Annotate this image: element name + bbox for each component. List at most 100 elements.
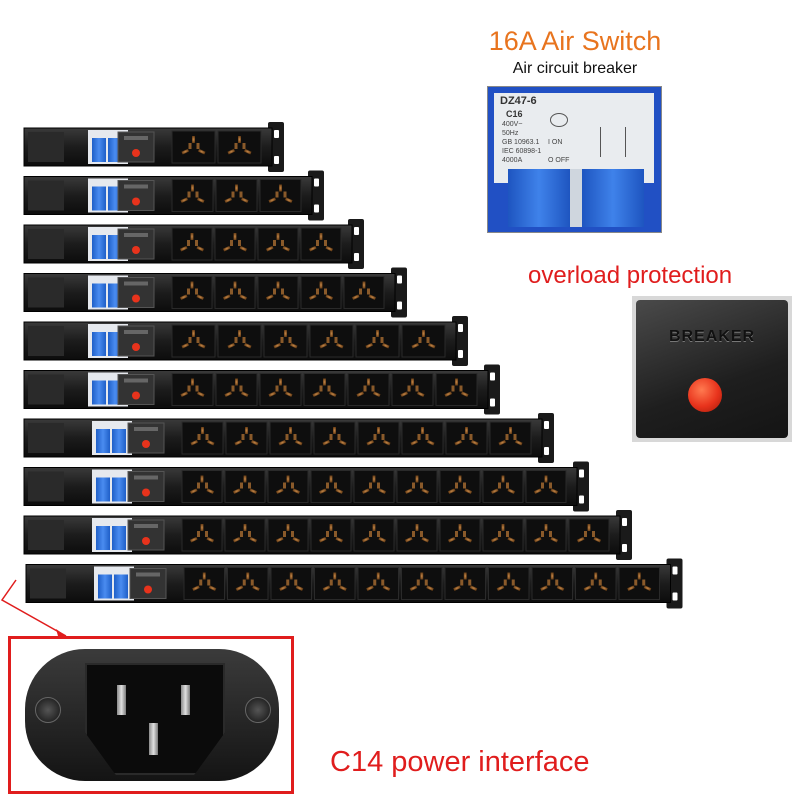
strip-outlet bbox=[439, 518, 481, 552]
outlet-pin-icon bbox=[455, 531, 458, 537]
strip-outlet bbox=[488, 567, 530, 600]
outlet-hole-right-icon bbox=[421, 536, 430, 543]
outlet-pin-icon bbox=[592, 531, 595, 537]
strip-outlet bbox=[353, 470, 395, 503]
outlet-pin-icon bbox=[241, 434, 245, 440]
strip-outlet bbox=[270, 567, 312, 600]
outlet-hole-right-icon bbox=[381, 342, 390, 349]
outlet-hole-right-icon bbox=[426, 585, 434, 592]
outlet-pin-icon bbox=[195, 288, 198, 295]
air-switch-model: DZ47-6 bbox=[500, 95, 537, 107]
strip-outlet bbox=[618, 567, 660, 600]
strip-overload-label-mark bbox=[124, 330, 148, 334]
strip-outlet bbox=[259, 373, 302, 406]
outlet-pin-icon bbox=[424, 579, 428, 586]
outlet-ground-hole-icon bbox=[202, 572, 206, 580]
outlet-pin-icon bbox=[541, 531, 544, 537]
outlet-pin-icon bbox=[460, 579, 464, 586]
strip-end-cap bbox=[28, 520, 64, 550]
outlet-hole-left-icon bbox=[365, 342, 374, 349]
bracket-hole-icon bbox=[458, 324, 463, 332]
outlet-pin-icon bbox=[207, 579, 211, 586]
bracket-hole-icon bbox=[314, 178, 319, 187]
strip-overload-button-icon bbox=[132, 391, 140, 400]
outlet-pin-icon bbox=[642, 579, 646, 586]
outlet-hole-right-icon bbox=[295, 585, 304, 592]
outlet-hole-right-icon bbox=[421, 488, 430, 495]
strip-outlet bbox=[225, 421, 268, 455]
strip-outlet bbox=[303, 373, 346, 406]
outlet-ground-hole-icon bbox=[243, 524, 247, 531]
outlet-pin-icon bbox=[369, 482, 372, 489]
outlet-ground-hole-icon bbox=[190, 233, 194, 240]
strip-outlet bbox=[214, 227, 256, 261]
outlet-hole-left-icon bbox=[273, 342, 282, 349]
outlet-ground-hole-icon bbox=[501, 524, 505, 531]
outlet-pin-icon bbox=[329, 579, 333, 586]
outlet-pin-icon bbox=[197, 434, 201, 440]
outlet-hole-right-icon bbox=[282, 294, 291, 301]
strip-outlet bbox=[343, 276, 385, 309]
outlet-pin-icon bbox=[283, 482, 286, 489]
outlet-hole-right-icon bbox=[426, 439, 435, 446]
bracket-hole-icon bbox=[397, 275, 402, 284]
outlet-ground-hole-icon bbox=[637, 572, 641, 580]
outlet-hole-left-icon bbox=[453, 585, 461, 592]
pdu-strip bbox=[23, 316, 468, 366]
air-switch-voltage: 400V~ bbox=[502, 121, 523, 128]
outlet-hole-left-icon bbox=[190, 439, 199, 446]
overload-breaker-label: BREAKER bbox=[668, 328, 756, 345]
outlet-ground-hole-icon bbox=[367, 378, 370, 386]
outlet-pin-icon bbox=[377, 482, 380, 489]
outlet-pin-icon bbox=[505, 434, 509, 440]
outlet-hole-right-icon bbox=[282, 245, 291, 252]
strip-overload-button-icon bbox=[132, 149, 140, 157]
outlet-pin-icon bbox=[195, 385, 199, 392]
strip-outlet bbox=[310, 470, 352, 503]
air-switch-rating: C16 bbox=[506, 109, 523, 119]
bracket-hole-icon bbox=[672, 592, 678, 601]
outlet-pin-icon bbox=[425, 434, 429, 440]
outlet-pin-icon bbox=[461, 434, 465, 440]
outlet-hole-right-icon bbox=[338, 439, 347, 446]
outlet-hole-left-icon bbox=[235, 585, 244, 592]
outlet-hole-right-icon bbox=[325, 245, 334, 252]
outlet-ground-hole-icon bbox=[501, 475, 505, 483]
outlet-pin-icon bbox=[369, 531, 372, 537]
strip-outlet bbox=[313, 421, 356, 455]
outlet-pin-icon bbox=[555, 579, 559, 586]
outlet-hole-right-icon bbox=[382, 585, 391, 592]
strip-overload-button-icon bbox=[142, 537, 150, 545]
outlet-pin-icon bbox=[242, 143, 246, 149]
air-switch-cert-icon bbox=[550, 113, 568, 127]
outlet-pin-icon bbox=[316, 240, 319, 246]
bracket-hole-icon bbox=[314, 204, 319, 213]
outlet-ground-hole-icon bbox=[415, 524, 419, 531]
outlet-hole-right-icon bbox=[196, 391, 205, 398]
outlet-ground-hole-icon bbox=[329, 524, 333, 531]
outlet-hole-left-icon bbox=[583, 585, 592, 592]
outlet-ground-hole-icon bbox=[330, 330, 333, 337]
outlet-hole-right-icon bbox=[507, 488, 516, 495]
outlet-pin-icon bbox=[286, 579, 290, 586]
air-switch-capacity: 4000A bbox=[502, 157, 523, 164]
outlet-pin-icon bbox=[230, 288, 233, 295]
outlet-ground-hole-icon bbox=[190, 281, 194, 289]
outlet-pin-icon bbox=[547, 579, 551, 586]
bracket-hole-icon bbox=[622, 518, 627, 526]
outlet-pin-icon bbox=[316, 288, 319, 295]
outlet-hole-right-icon bbox=[239, 245, 248, 252]
outlet-pin-icon bbox=[275, 191, 279, 198]
outlet-hole-right-icon bbox=[556, 585, 565, 592]
outlet-pin-icon bbox=[249, 434, 253, 440]
outlet-hole-left-icon bbox=[222, 294, 231, 301]
strip-overload-button-icon bbox=[144, 585, 152, 594]
outlet-hole-right-icon bbox=[249, 536, 258, 543]
strip-breaker-toggle bbox=[96, 429, 110, 453]
outlet-hole-right-icon bbox=[550, 536, 559, 543]
outlet-pin-icon bbox=[541, 482, 544, 489]
strip-end-cap bbox=[28, 180, 64, 211]
outlet-hole-right-icon bbox=[464, 536, 473, 543]
outlet-pin-icon bbox=[469, 434, 473, 440]
